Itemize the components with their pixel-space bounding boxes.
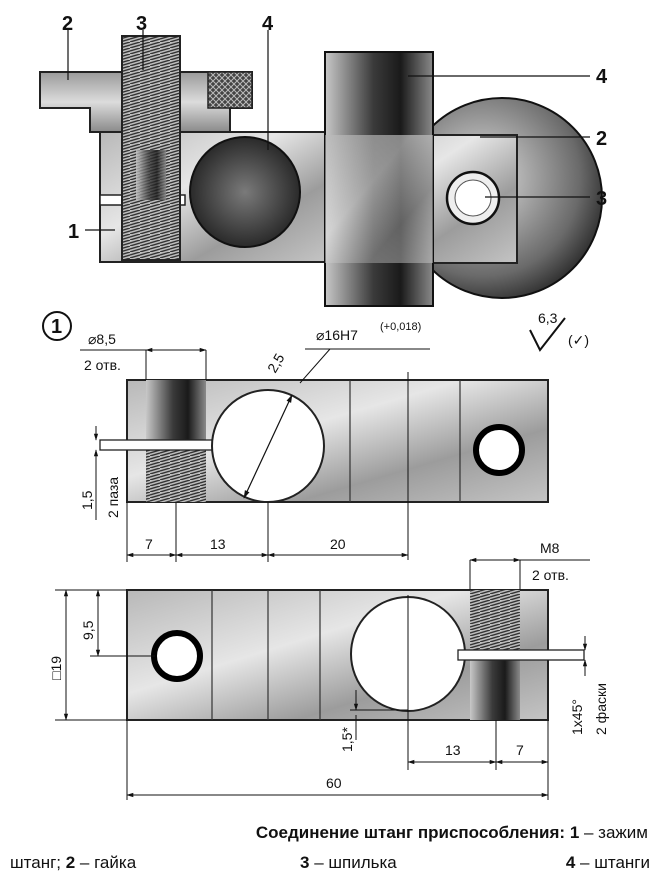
offset-dim: 1,5* [339,727,355,752]
part-a-hole-top [146,380,206,440]
callout-1: 1 [68,221,79,243]
dim-20-a: 20 [330,536,346,552]
stud-core [136,150,166,200]
caption-text-3: – шпилька [309,853,397,872]
caption-num-3: 3 [300,853,310,872]
part-b-ring-hole [151,630,203,682]
assembly-view: 2 3 4 1 4 2 3 [39,13,608,307]
caption-line-2: штанг; 2 – гайка 3 – шпилька 4 – штанги [10,852,650,874]
caption-text-4: – штанги [575,853,650,872]
chamfer-count: 2 фаски [593,683,609,735]
thread-count: 2 отв. [532,567,569,583]
overall-length: 60 [326,775,342,791]
callout-4-left: 4 [262,13,274,35]
caption-text-1b: штанг; [10,853,66,872]
part-a-hole-bottom [146,450,206,502]
half-height: 9,5 [80,620,96,640]
thread-size: M8 [540,540,560,556]
rod-end-left [189,136,301,248]
height-19: □19 [48,656,64,680]
dim-13-a: 13 [210,536,226,552]
caption-num-4: 4 [565,853,576,872]
bore-tolerance: (+0,018) [380,321,421,333]
caption-text-1: – зажим [579,823,648,842]
stud [121,35,181,261]
part-a-ring-hole [473,424,525,476]
nut-knurl [207,71,253,109]
figure-number-circle [42,311,72,341]
caption-num-2: 2 [65,853,76,872]
dim-7-b: 7 [516,742,524,758]
bore-chamfer: 2,5 [264,350,288,375]
callout-3-right: 3 [596,188,607,210]
callout-2-left: 2 [62,13,73,35]
chamfer: 1x45° [569,699,585,735]
part-b-drawing: M8 2 отв. □19 9,5 1,5* 1x45° 2 фаски 13 … [48,540,609,800]
hole-diameter: ⌀8,5 [88,331,116,347]
svg-text:6,3: 6,3 [538,310,558,326]
part-b-slot [457,649,585,661]
figure-number: 1 [51,316,62,338]
callout-2-right: 2 [596,128,607,150]
roughness-symbol: 6,3 (✓) [529,310,589,352]
caption-line-1: Соединение штанг приспособления: 1 – заж… [128,822,648,844]
caption-num-1: 1 [569,823,580,842]
part-b-thread-top [470,590,520,650]
bore-diameter: ⌀16H7 [316,327,358,343]
part-b-thread-bottom [470,660,520,720]
part-a-drawing: ⌀16H7 (+0,018) 2,5 ⌀8,5 2 отв. 1,5 2 паз… [79,321,549,562]
caption-text-2: – гайка [75,853,137,872]
svg-text:(✓): (✓) [568,332,589,348]
callout-3-left: 3 [136,13,147,35]
callout-4-right: 4 [596,66,608,88]
slot-count: 2 паза [105,477,121,518]
slot-width: 1,5 [79,490,95,510]
caption-title: Соединение штанг приспособления: [255,823,566,842]
hole-count: 2 отв. [84,357,121,373]
dim-13-b: 13 [445,742,461,758]
dim-7-a: 7 [145,536,153,552]
